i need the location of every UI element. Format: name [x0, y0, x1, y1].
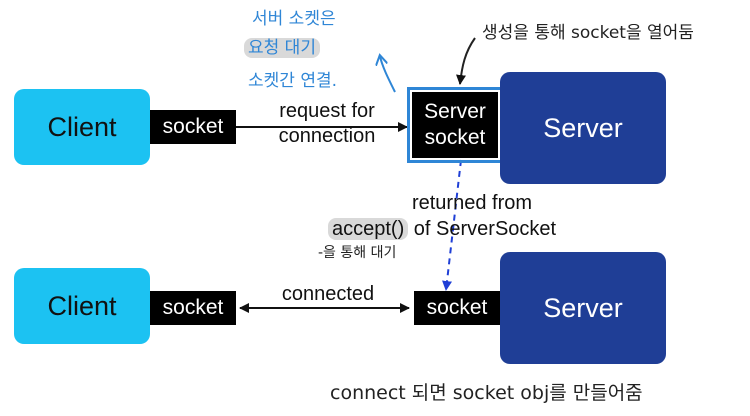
note-bottom: connect 되면 socket obj를 만들어줌: [330, 382, 643, 404]
returned-line1: returned from: [411, 192, 533, 214]
note-server-line2: 요청 대기: [244, 33, 320, 58]
client-socket-top: socket: [150, 110, 236, 144]
accept-highlight: accept(): [328, 218, 409, 240]
client-box-bottom: Client: [14, 268, 150, 344]
server-socket-line1: Server: [424, 100, 486, 123]
socket-right-label: socket: [426, 296, 488, 319]
accept-label: accept() of ServerSocket: [328, 218, 608, 241]
client-socket-bottom: socket: [150, 291, 236, 325]
request-line1: request for: [279, 100, 375, 122]
note-wait-highlight: 요청 대기: [244, 38, 320, 58]
server-box-top: Server: [500, 72, 666, 184]
socket-label: socket: [162, 115, 224, 138]
note-server-line1: 서버 소켓은: [252, 9, 336, 29]
server-side-socket: socket: [414, 291, 500, 325]
note-creation: 생성을 통해 socket을 열어둠: [482, 23, 694, 43]
request-label: request for connection: [262, 100, 392, 148]
connected-label: connected: [262, 283, 394, 306]
client-label-bottom: Client: [47, 290, 117, 321]
server-socket-line2: socket: [424, 126, 486, 149]
note-server-line3: 소켓간 연결.: [248, 71, 338, 91]
request-line2: connection: [278, 125, 376, 147]
server-label-bottom: Server: [543, 292, 623, 323]
server-socket-box: Server socket: [407, 87, 503, 163]
client-box-top: Client: [14, 89, 150, 165]
server-label: Server: [543, 112, 623, 143]
socket-left-label: socket: [162, 296, 224, 319]
annotation-arrow: [380, 56, 396, 93]
returned-label: returned from: [372, 192, 572, 215]
connected-text: connected: [281, 283, 375, 305]
accept-rest: of ServerSocket: [408, 218, 557, 240]
server-box-bottom: Server: [500, 252, 666, 364]
client-label: Client: [47, 111, 117, 142]
creation-pointer: [456, 37, 476, 85]
note-accept: -을 통해 대기: [318, 245, 397, 261]
